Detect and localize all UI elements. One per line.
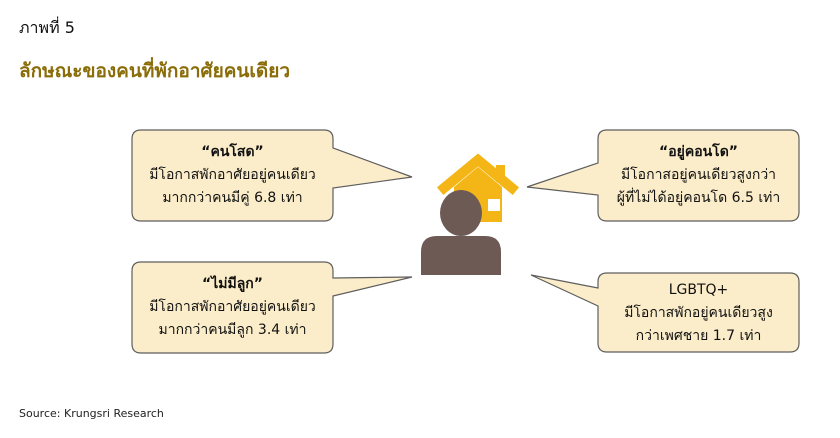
source-note: Source: Krungsri Research <box>19 407 164 420</box>
bubble-single-line-1: มีโอกาสพักอาศัยอยู่คนเดียว <box>149 167 316 183</box>
person-icon <box>421 190 501 275</box>
bubble-lgbtq-line-2: กว่าเพศชาย 1.7 เท่า <box>635 328 762 344</box>
person-with-house-icon <box>421 153 520 275</box>
figure-label: ภาพที่ 5 <box>19 18 75 37</box>
bubble-no-children-line-1: มีโอกาสพักอาศัยอยู่คนเดียว <box>149 299 316 315</box>
bubble-lgbtq-heading: LGBTQ+ <box>668 282 729 298</box>
bubble-condo-line-1: มีโอกาสอยู่คนเดียวสูงกว่า <box>620 167 777 183</box>
bubble-no-children <box>131 261 413 354</box>
bubble-condo-line-2: ผู้ที่ไม่ได้อยู่คอนโด 6.5 เท่า <box>616 190 781 206</box>
bubble-condo <box>526 129 800 222</box>
bubble-condo-heading: “อยู่คอนโด” <box>659 144 738 160</box>
bubble-single-heading: “คนโสด” <box>201 144 264 160</box>
figure-title: ลักษณะของคนที่พักอาศัยคนเดียว <box>19 60 291 82</box>
bubble-condo-text: “อยู่คอนโด” มีโอกาสอยู่คนเดียวสูงกว่า ผู… <box>598 141 799 210</box>
bubble-no-children-text: “ไม่มีลูก” มีโอกาสพักอาศัยอยู่คนเดียว มา… <box>132 273 333 342</box>
bubble-lgbtq-text: LGBTQ+ มีโอกาสพักอยู่คนเดียวสูง กว่าเพศช… <box>598 279 799 348</box>
bubble-single-text: “คนโสด” มีโอกาสพักอาศัยอยู่คนเดียว มากกว… <box>132 141 333 210</box>
bubble-single <box>131 129 413 222</box>
bubble-single-line-2: มากกว่าคนมีคู่ 6.8 เท่า <box>162 190 303 206</box>
bubble-lgbtq-line-1: มีโอกาสพักอยู่คนเดียวสูง <box>624 305 773 321</box>
bubble-no-children-line-2: มากกว่าคนมีลูก 3.4 เท่า <box>158 322 307 338</box>
bubble-lgbtq <box>530 272 800 353</box>
bubble-no-children-heading: “ไม่มีลูก” <box>202 276 263 292</box>
